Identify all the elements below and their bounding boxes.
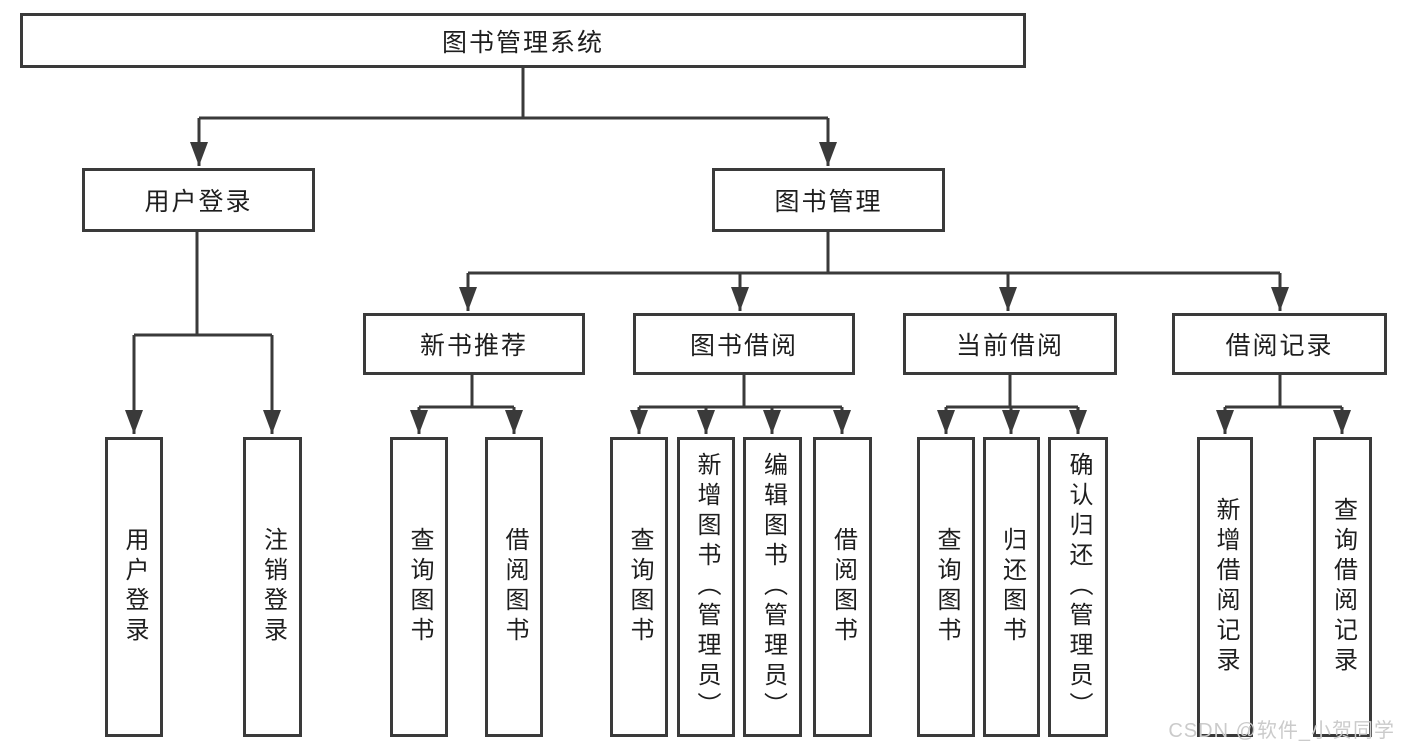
node-query-books-current: 查询图书	[917, 437, 975, 737]
node-edit-books-admin: 编辑图书（管理员）	[743, 437, 802, 737]
node-return-books: 归还图书	[983, 437, 1040, 737]
node-query-books-recommend: 查询图书	[390, 437, 448, 737]
node-root-system: 图书管理系统	[20, 13, 1026, 68]
node-add-books-admin: 新增图书（管理员）	[677, 437, 735, 737]
node-borrow-books-borrowing: 借阅图书	[813, 437, 872, 737]
node-book-borrowing: 图书借阅	[633, 313, 855, 375]
node-borrowing-records: 借阅记录	[1172, 313, 1387, 375]
node-user-login: 用户登录	[82, 168, 315, 232]
node-query-books-borrowing: 查询图书	[610, 437, 668, 737]
node-current-borrowing: 当前借阅	[903, 313, 1117, 375]
node-user-login-leaf: 用户登录	[105, 437, 163, 737]
node-new-book-recommend: 新书推荐	[363, 313, 585, 375]
node-book-management: 图书管理	[712, 168, 945, 232]
node-logout-leaf: 注销登录	[243, 437, 302, 737]
node-borrow-books-recommend: 借阅图书	[485, 437, 543, 737]
node-add-borrow-record: 新增借阅记录	[1197, 437, 1253, 737]
watermark: CSDN @软件_小贺同学	[1168, 720, 1395, 742]
node-query-borrow-record: 查询借阅记录	[1313, 437, 1372, 737]
node-confirm-return-admin: 确认归还（管理员）	[1048, 437, 1108, 737]
